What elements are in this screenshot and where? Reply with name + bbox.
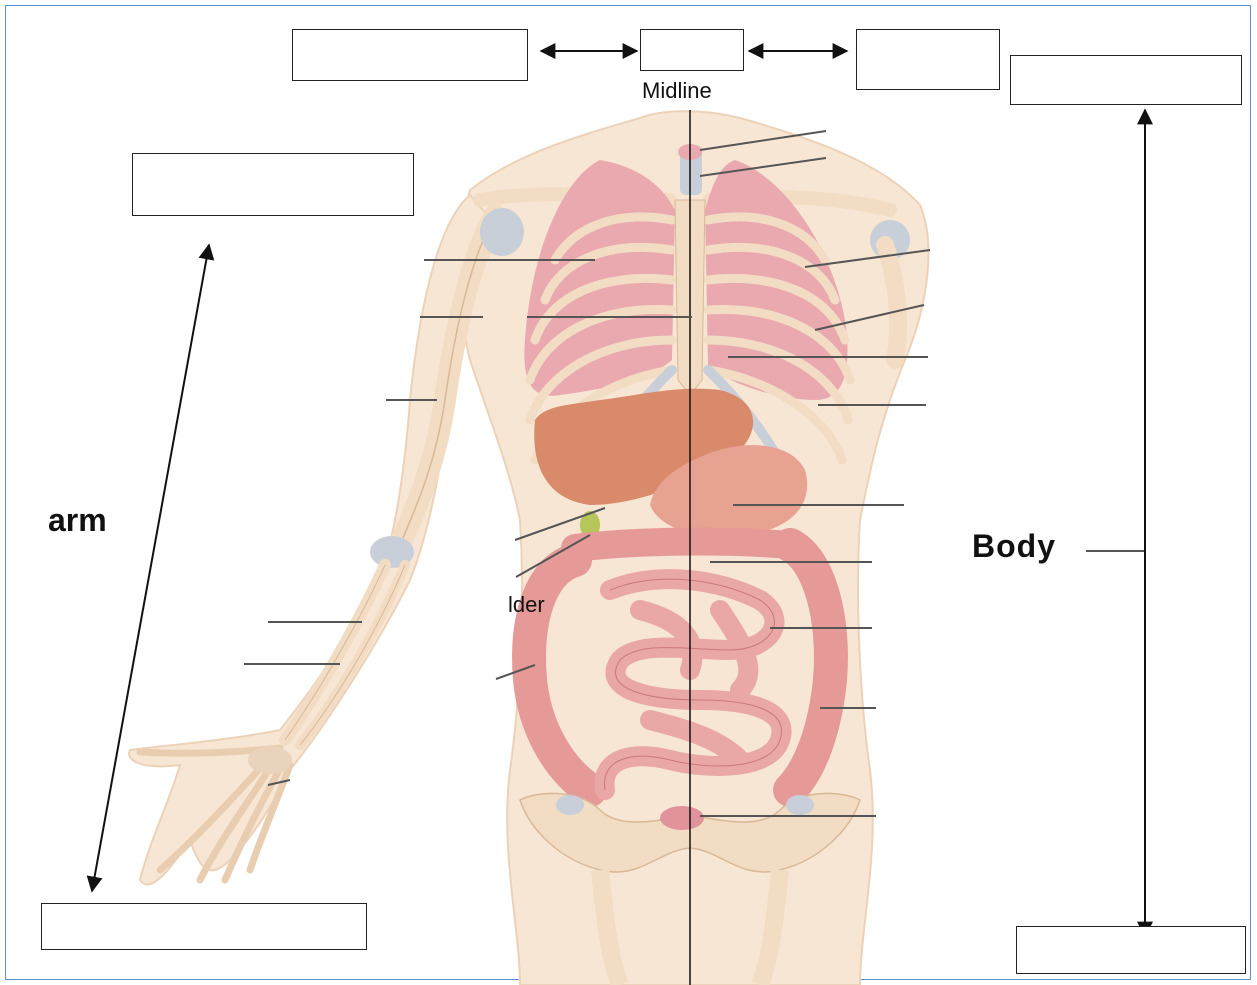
answer-box-top-center[interactable] bbox=[640, 29, 744, 71]
arm-silhouette bbox=[129, 195, 500, 884]
midline-label: Midline bbox=[642, 78, 712, 104]
answer-box-far-right-top[interactable] bbox=[1010, 55, 1242, 105]
answer-box-lower-right[interactable] bbox=[1016, 926, 1246, 974]
arm-label: arm bbox=[48, 502, 107, 539]
answer-box-top-left[interactable] bbox=[292, 29, 528, 81]
body-label: Body bbox=[972, 528, 1056, 565]
answer-box-top-right[interactable] bbox=[856, 29, 1000, 90]
bladder bbox=[660, 806, 704, 830]
answer-box-lower-left[interactable] bbox=[41, 903, 367, 950]
gallbladder-label-fragment: lder bbox=[508, 592, 545, 618]
shoulder-joint bbox=[480, 208, 524, 256]
answer-box-upper-arm[interactable] bbox=[132, 153, 414, 216]
